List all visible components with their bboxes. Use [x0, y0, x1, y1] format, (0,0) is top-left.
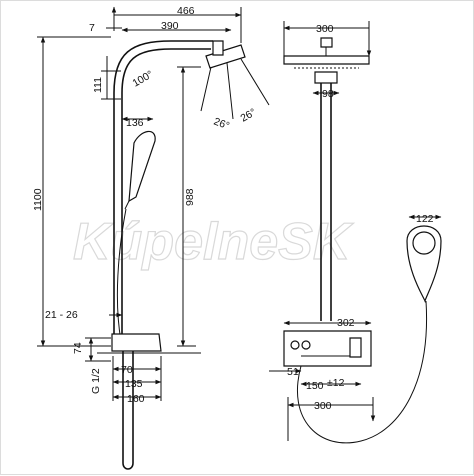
shower-column [113, 93, 123, 341]
dim-26-b: 26° [239, 106, 259, 124]
side-view [37, 7, 270, 470]
shower-arm-inner [121, 48, 211, 94]
hand-shower-side [128, 130, 156, 203]
dim-111: 111 [92, 77, 104, 93]
hand-shower-holder [124, 200, 130, 210]
spray-lines [200, 58, 270, 120]
dim-150-tolerance: ±12 [327, 377, 345, 389]
dim-21-26: 21 - 26 [45, 309, 78, 321]
shower-arm-outer [113, 40, 213, 94]
button-left [290, 340, 300, 350]
overhead-head-side [205, 44, 246, 69]
dim-390: 390 [161, 20, 179, 32]
dim-988-ext [177, 66, 201, 347]
dim-g12: G 1/2 [90, 368, 102, 394]
dim-26-a: 26° [212, 116, 231, 133]
dim-base-ext [112, 356, 162, 401]
dim-300-head: 300 [316, 23, 334, 35]
thermostat-side [111, 333, 162, 352]
nozzle-row [289, 63, 364, 69]
hose-front [296, 300, 428, 444]
dim-100deg: 100° [131, 68, 156, 89]
front-view [269, 21, 442, 444]
dim-74-ext [85, 337, 111, 362]
dim-302: 302 [337, 317, 355, 329]
hose-side [116, 208, 127, 342]
head-top-nut [320, 37, 333, 48]
dim-1100-ext [37, 36, 111, 347]
thermostat-knob [349, 337, 362, 358]
dim-136: 136 [126, 117, 144, 129]
front-column [320, 83, 332, 321]
dim-466-line [114, 7, 241, 43]
dim-111-line [101, 56, 121, 100]
dim-150: 150 [306, 380, 324, 392]
thermostat-front [283, 330, 372, 367]
dim-70: 70 [121, 364, 133, 376]
button-right [301, 340, 311, 350]
dim-1100: 1100 [32, 188, 44, 211]
hand-shower-face [412, 231, 436, 255]
dim-7: 7 [89, 22, 95, 34]
overhead-head-front [283, 55, 370, 65]
dim-300-head-line [284, 21, 369, 56]
dim-135: 135 [125, 378, 143, 390]
dim-466: 466 [177, 5, 195, 17]
head-connector [314, 71, 338, 84]
dim-51: 51 [287, 366, 299, 378]
dim-98: 98 [322, 88, 334, 100]
inlet-pipe [122, 351, 134, 470]
dim-988: 988 [184, 188, 196, 206]
dim-122: 122 [416, 213, 434, 225]
dim-74: 74 [72, 342, 84, 354]
watermark: KúpelneSK [73, 213, 354, 271]
dim-300-hose: 300 [314, 400, 332, 412]
head-joint [212, 40, 224, 56]
dim-160: 160 [127, 393, 145, 405]
dim-300-hose-line [288, 397, 373, 441]
